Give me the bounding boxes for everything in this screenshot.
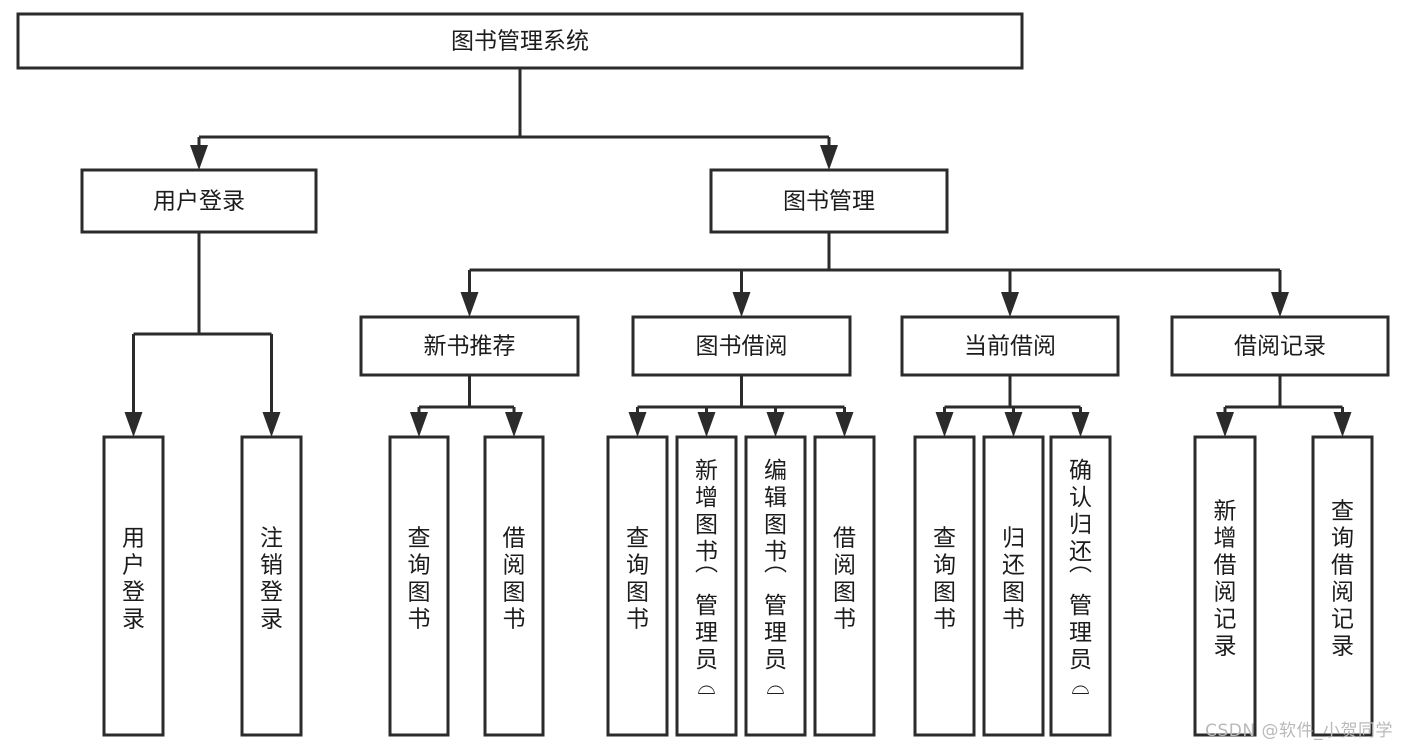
node-leaf-query-book-rec-label: 查询图书 xyxy=(408,526,431,633)
node-root-box[interactable] xyxy=(16,12,1024,70)
node-leaf-logout-label: 注销登录 xyxy=(260,526,283,633)
node-leaf-confirm-return-box[interactable] xyxy=(1049,435,1112,737)
node-leaf-query-record-box[interactable] xyxy=(1311,435,1374,737)
node-borrow-record-box[interactable] xyxy=(1170,315,1390,377)
node-leaf-query-book-current[interactable]: 查询图书 xyxy=(913,435,976,737)
node-leaf-add-record[interactable]: 新增借阅记录 xyxy=(1193,435,1257,737)
node-leaf-user-login[interactable]: 用户登录 xyxy=(102,435,165,737)
node-leaf-borrow-book-rec[interactable]: 借阅图书 xyxy=(483,435,545,737)
arrow-head xyxy=(628,412,647,437)
node-leaf-edit-book[interactable]: 编辑图书⌒管理员⌓ xyxy=(744,435,807,737)
node-leaf-user-login-label: 用户登录 xyxy=(122,526,145,633)
node-new-book-recommend-label: 新书推荐 xyxy=(424,334,516,360)
arrow-head xyxy=(1004,412,1023,437)
node-leaf-logout[interactable]: 注销登录 xyxy=(240,435,303,737)
node-book-manage[interactable]: 图书管理 xyxy=(709,168,949,234)
node-leaf-logout-box[interactable] xyxy=(240,435,303,737)
arrow-head xyxy=(190,145,208,170)
node-new-book-recommend[interactable]: 新书推荐 xyxy=(359,315,580,377)
arrow-head xyxy=(732,292,751,317)
node-leaf-add-book[interactable]: 新增图书⌒管理员⌓ xyxy=(675,435,738,737)
arrow-head xyxy=(262,412,281,437)
node-root[interactable]: 图书管理系统 xyxy=(16,12,1024,70)
arrow-head xyxy=(766,412,785,437)
node-leaf-add-book-box[interactable] xyxy=(675,435,738,737)
node-leaf-query-book-rec-box[interactable] xyxy=(388,435,450,737)
arrow-head xyxy=(1271,292,1289,317)
node-book-borrow[interactable]: 图书借阅 xyxy=(631,315,852,377)
node-user-login-label: 用户登录 xyxy=(153,189,245,215)
node-leaf-query-book-current-label: 查询图书 xyxy=(933,526,956,633)
arrow-head xyxy=(697,412,716,437)
node-leaf-borrow-book[interactable]: 借阅图书 xyxy=(813,435,876,737)
node-leaf-return-book[interactable]: 归还图书 xyxy=(982,435,1045,737)
node-book-borrow-label: 图书借阅 xyxy=(696,334,788,360)
node-leaf-query-book-borrow-label: 查询图书 xyxy=(626,526,649,633)
node-book-manage-label: 图书管理 xyxy=(783,189,875,215)
arrow-head xyxy=(460,292,479,317)
node-leaf-borrow-book-box[interactable] xyxy=(813,435,876,737)
node-leaf-query-book-borrow[interactable]: 查询图书 xyxy=(606,435,669,737)
node-borrow-record-label: 借阅记录 xyxy=(1234,334,1326,360)
node-leaf-return-book-label: 归还图书 xyxy=(1002,526,1025,633)
node-book-manage-box[interactable] xyxy=(709,168,949,234)
arrow-head xyxy=(820,145,838,170)
node-leaf-user-login-box[interactable] xyxy=(102,435,165,737)
node-leaf-add-record-box[interactable] xyxy=(1193,435,1257,737)
node-root-label: 图书管理系统 xyxy=(451,29,589,55)
arrow-head xyxy=(1001,292,1019,317)
arrow-head xyxy=(835,412,854,437)
connectors-layer xyxy=(124,68,1352,437)
node-new-book-recommend-box[interactable] xyxy=(359,315,580,377)
arrow-head xyxy=(505,412,523,437)
node-user-login-box[interactable] xyxy=(80,168,318,234)
node-leaf-borrow-book-rec-box[interactable] xyxy=(483,435,545,737)
arrow-head xyxy=(1216,412,1234,437)
node-leaf-borrow-book-rec-label: 借阅图书 xyxy=(503,526,526,633)
node-leaf-return-book-box[interactable] xyxy=(982,435,1045,737)
node-current-borrow-label: 当前借阅 xyxy=(964,334,1056,360)
node-leaf-query-book-current-box[interactable] xyxy=(913,435,976,737)
node-leaf-add-record-label: 新增借阅记录 xyxy=(1214,499,1237,660)
node-leaf-edit-book-box[interactable] xyxy=(744,435,807,737)
node-leaf-confirm-return[interactable]: 确认归还⌒管理员⌓ xyxy=(1049,435,1112,737)
node-book-borrow-box[interactable] xyxy=(631,315,852,377)
node-leaf-query-record[interactable]: 查询借阅记录 xyxy=(1311,435,1374,737)
arrow-head xyxy=(410,412,428,437)
node-leaf-add-book-label: 新增图书⌒管理员⌓ xyxy=(695,458,718,700)
node-leaf-query-record-label: 查询借阅记录 xyxy=(1331,499,1354,660)
node-leaf-query-book-borrow-box[interactable] xyxy=(606,435,669,737)
node-user-login[interactable]: 用户登录 xyxy=(80,168,318,234)
node-leaf-edit-book-label: 编辑图书⌒管理员⌓ xyxy=(764,458,787,700)
arrow-head xyxy=(935,412,954,437)
arrow-head xyxy=(1333,412,1352,437)
nodes-layer: 图书管理系统用户登录图书管理新书推荐图书借阅当前借阅借阅记录用户登录注销登录查询… xyxy=(16,12,1390,737)
node-current-borrow-box[interactable] xyxy=(900,315,1120,377)
csdn-watermark: CSDN @软件_小贺同学 xyxy=(1205,721,1393,741)
node-borrow-record[interactable]: 借阅记录 xyxy=(1170,315,1390,377)
arrow-head xyxy=(1071,412,1090,437)
node-current-borrow[interactable]: 当前借阅 xyxy=(900,315,1120,377)
node-leaf-confirm-return-label: 确认归还⌒管理员⌓ xyxy=(1069,458,1092,700)
arrow-head xyxy=(124,412,143,437)
node-leaf-query-book-rec[interactable]: 查询图书 xyxy=(388,435,450,737)
node-leaf-borrow-book-label: 借阅图书 xyxy=(833,526,856,633)
